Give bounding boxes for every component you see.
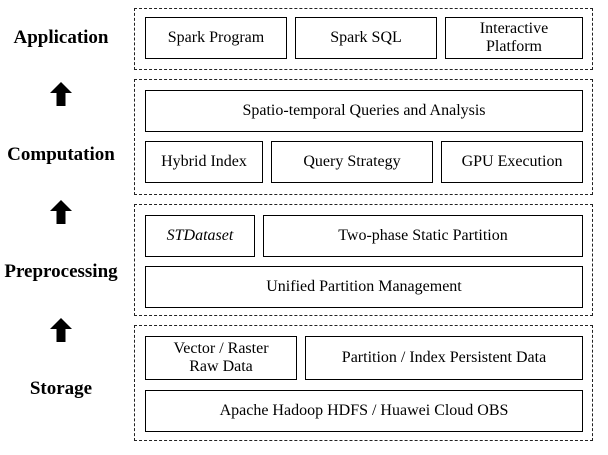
gpu-execution-label: GPU Execution bbox=[461, 153, 563, 170]
query-strategy-box: Query Strategy bbox=[271, 141, 433, 183]
two-phase-static-partition-label: Two-phase Static Partition bbox=[338, 227, 508, 244]
spatio-temporal-queries-box: Spatio-temporal Queries and Analysis bbox=[145, 90, 583, 132]
hdfs-obs-label: Apache Hadoop HDFS / Huawei Cloud OBS bbox=[219, 402, 509, 419]
hybrid-index-label: Hybrid Index bbox=[161, 153, 247, 170]
stdataset-box: STDataset bbox=[145, 215, 255, 257]
spark-program-box: Spark Program bbox=[145, 17, 287, 59]
up-arrow-icon bbox=[50, 82, 72, 106]
interactive-platform-box: Interactive Platform bbox=[445, 17, 583, 59]
spark-program-label: Spark Program bbox=[167, 29, 265, 46]
stdataset-label: STDataset bbox=[166, 227, 234, 244]
query-strategy-label: Query Strategy bbox=[303, 153, 401, 170]
unified-partition-management-label: Unified Partition Management bbox=[266, 278, 462, 295]
spatio-temporal-queries-label: Spatio-temporal Queries and Analysis bbox=[242, 102, 486, 119]
storage-layer: Vector / Raster Raw Data Partition / Ind… bbox=[134, 325, 593, 441]
gpu-execution-box: GPU Execution bbox=[441, 141, 583, 183]
preprocessing-layer: STDataset Two-phase Static Partition Uni… bbox=[134, 204, 593, 316]
two-phase-static-partition-box: Two-phase Static Partition bbox=[263, 215, 583, 257]
interactive-platform-label: Interactive Platform bbox=[479, 20, 549, 55]
partition-index-persistent-data-box: Partition / Index Persistent Data bbox=[305, 336, 583, 380]
layer-label-preprocessing: Preprocessing bbox=[4, 261, 118, 282]
spark-sql-box: Spark SQL bbox=[295, 17, 437, 59]
layer-label-application: Application bbox=[13, 27, 109, 48]
spark-sql-label: Spark SQL bbox=[330, 29, 402, 46]
vector-raster-raw-data-box: Vector / Raster Raw Data bbox=[145, 336, 297, 380]
vector-raster-raw-data-label: Vector / Raster Raw Data bbox=[173, 340, 269, 375]
application-layer: Spark Program Spark SQL Interactive Plat… bbox=[134, 8, 593, 70]
hdfs-obs-box: Apache Hadoop HDFS / Huawei Cloud OBS bbox=[145, 390, 583, 432]
up-arrow-icon bbox=[50, 318, 72, 342]
hybrid-index-box: Hybrid Index bbox=[145, 141, 263, 183]
layer-label-storage: Storage bbox=[29, 378, 93, 399]
up-arrow-icon bbox=[50, 200, 72, 224]
layer-label-computation: Computation bbox=[7, 144, 115, 165]
unified-partition-management-box: Unified Partition Management bbox=[145, 266, 583, 308]
partition-index-persistent-data-label: Partition / Index Persistent Data bbox=[341, 349, 547, 366]
computation-layer: Spatio-temporal Queries and Analysis Hyb… bbox=[134, 79, 593, 195]
